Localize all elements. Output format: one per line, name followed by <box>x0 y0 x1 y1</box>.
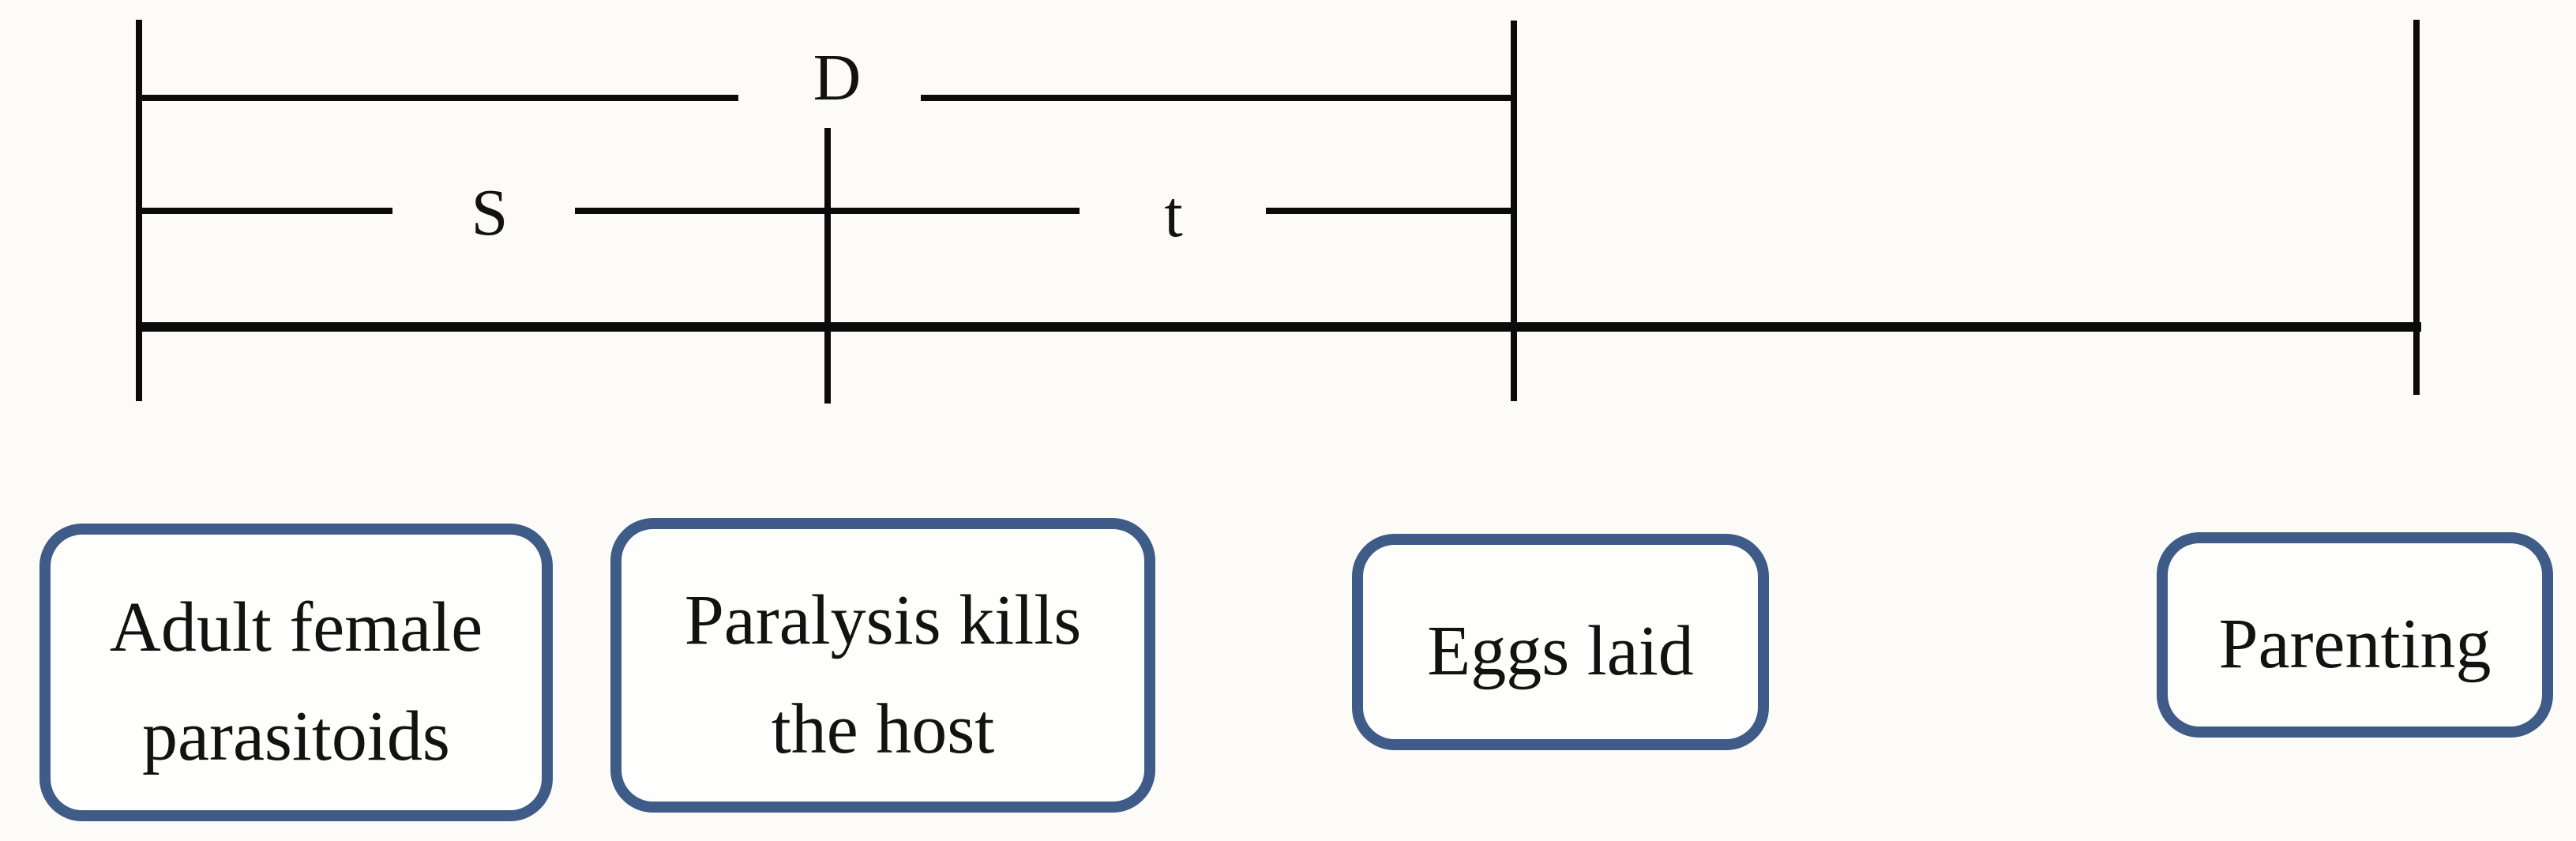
box-paralysis-kills-host: Paralysis kills the host <box>610 518 1155 813</box>
box-eggs-laid: Eggs laid <box>1352 534 1769 750</box>
time-axis-line <box>136 322 2421 332</box>
interval-line-0-segment-1 <box>921 95 1514 101</box>
tick-parenting <box>2413 20 2420 395</box>
interval-line-1-segment-0 <box>139 208 392 214</box>
interval-label-S: S <box>471 176 509 250</box>
interval-line-1-segment-1 <box>575 208 1080 214</box>
box-label-line: Adult female <box>109 588 483 666</box>
box-label-line: the host <box>771 689 995 768</box>
interval-line-0-segment-0 <box>139 95 738 101</box>
box-label-line: parasitoids <box>142 696 450 775</box>
box-label-line: Parenting <box>2218 605 2492 683</box>
interval-label-t: t <box>1164 178 1183 251</box>
box-label-line: Eggs laid <box>1427 612 1694 690</box>
box-adult-female-parasitoids: Adult female parasitoids <box>39 524 553 821</box>
interval-label-D: D <box>813 41 862 115</box>
box-label-line: Paralysis kills <box>684 580 1082 659</box>
tick-paralysis-kills-host <box>824 128 831 404</box>
interval-line-1-segment-2 <box>1266 208 1514 214</box>
box-parenting: Parenting <box>2157 532 2553 738</box>
